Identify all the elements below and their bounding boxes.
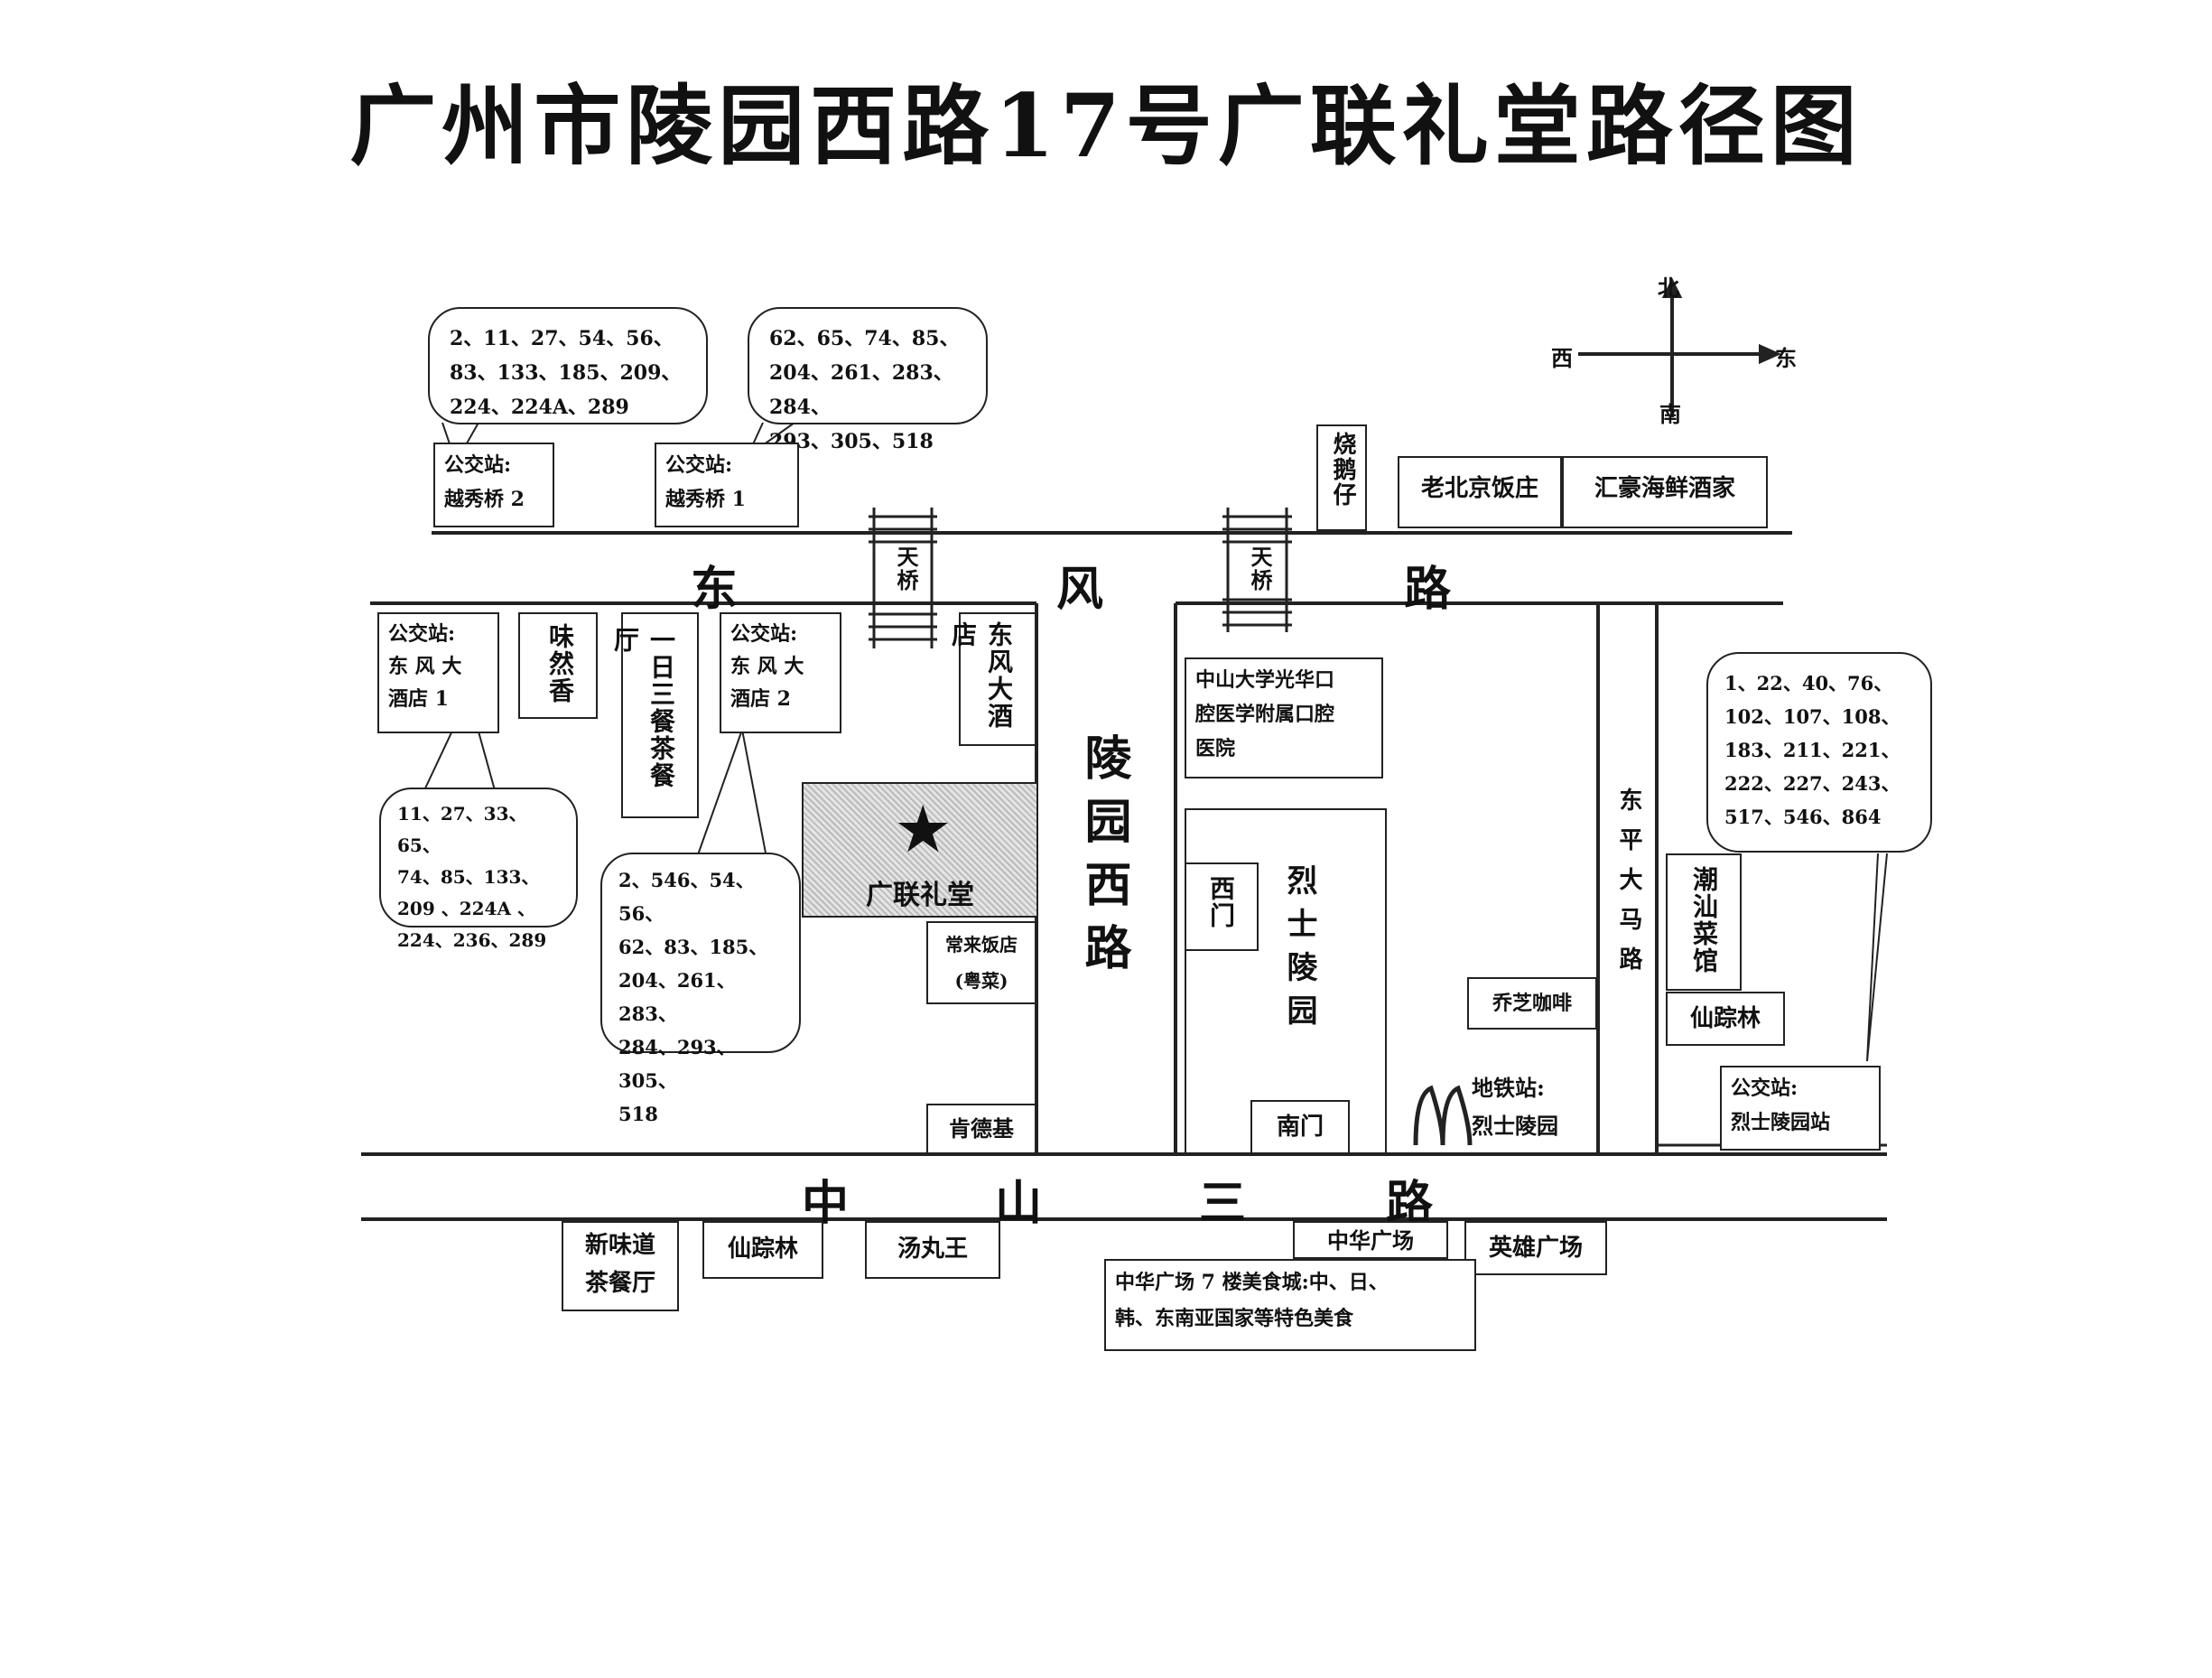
dongfeng-road-label-3: 路	[1404, 562, 1452, 617]
metro-icon	[1413, 1085, 1473, 1146]
dongfeng-road-label-1: 东	[691, 562, 739, 617]
site-name: 广联礼堂	[866, 880, 974, 911]
place-kfc: 肯德基	[926, 1104, 1036, 1154]
park-name: 烈士陵园	[1281, 864, 1317, 1038]
lingyuan-road-label: 陵园西路	[1076, 733, 1131, 986]
place-sysu-dental: 中山大学光华口 腔医学附属口腔 医院	[1185, 657, 1383, 778]
site-guanglian-hall: ★ 广联礼堂	[802, 782, 1038, 918]
routes-dongfeng-hotel-1: 11、27、33、65、 74、85、133、 209 、224A 、 224、…	[379, 788, 578, 951]
compass-south-label: 南	[1659, 401, 1681, 427]
place-yiri-sancan: 一日三餐茶餐厅	[610, 612, 699, 818]
footbridge-west-label: 天桥	[888, 545, 923, 592]
place-chaoshan: 潮汕菜馆	[1666, 853, 1742, 991]
place-xianzonglin-east: 仙踪林	[1666, 992, 1785, 1046]
place-xinweidao: 新味道 茶餐厅	[562, 1221, 679, 1311]
place-weiran-xiang: 味然香	[518, 612, 598, 719]
footbridge-east-label: 天桥	[1242, 545, 1277, 592]
compass-east-label: 东	[1775, 345, 1797, 371]
bus-stop-yuexiu-qiao-2: 公交站: 越秀桥 2	[433, 443, 554, 527]
place-tangwanwang: 汤丸王	[865, 1221, 1000, 1279]
map-title: 广州市陵园西路17号广联礼堂路径图	[349, 75, 1863, 177]
place-yingxiong-plaza: 英雄广场	[1464, 1221, 1607, 1275]
dongfeng-road-label-2: 风	[1056, 562, 1104, 617]
place-west-gate: 西门	[1185, 862, 1259, 951]
routes-yuexiu-qiao-2: 2、11、27、54、56、 83、133、185、209、 224、224A、…	[428, 307, 708, 424]
bus-stop-dongfeng-hotel-1: 公交站: 东 风 大 酒店 1	[377, 612, 499, 733]
place-dongfeng-hotel: 东风大酒店	[948, 612, 1036, 746]
compass-icon	[1578, 277, 1781, 417]
star-icon: ★	[894, 791, 953, 867]
bus-stop-dongfeng-hotel-2: 公交站: 东 风 大 酒店 2	[720, 612, 841, 733]
footbridge-west	[869, 508, 937, 648]
place-zhonghua-plaza: 中华广场	[1293, 1221, 1448, 1259]
dongping-road-label: 东平大马路	[1615, 788, 1642, 986]
bus-stop-lieshi-lingyuan: 公交站: 烈士陵园站	[1720, 1066, 1881, 1151]
place-xianzonglin-south: 仙踪林	[702, 1221, 823, 1279]
place-huihao-seafood: 汇豪海鲜酒家	[1562, 456, 1768, 528]
zhongshan-road-label-3: 三	[1199, 1176, 1247, 1231]
place-lao-beijing: 老北京饭庄	[1398, 456, 1562, 528]
bus-stop-yuexiu-qiao-1: 公交站: 越秀桥 1	[655, 443, 799, 527]
routes-lieshi-lingyuan: 1、22、40、76、 102、107、108、 183、211、221、 22…	[1706, 652, 1932, 853]
routes-yuexiu-qiao-1: 62、65、74、85、 204、261、283、284、 293、305、51…	[748, 307, 988, 453]
place-changlai: 常来饭店 (粤菜)	[926, 921, 1036, 1004]
place-zhonghua-food-court: 中华广场 7 楼美食城:中、日、 韩、东南亚国家等特色美食	[1104, 1259, 1476, 1351]
zhongshan-road-label-2: 山	[995, 1176, 1043, 1231]
place-qiaozhi-cafe: 乔芝咖啡	[1467, 977, 1597, 1030]
place-shao-e-zai: 烧鹅仔	[1316, 424, 1367, 531]
compass-north-label: 北	[1658, 275, 1679, 301]
footbridge-east	[1222, 508, 1292, 632]
place-metro-station: 地铁站: 烈士陵园	[1472, 1075, 1558, 1139]
place-south-gate: 南门	[1250, 1100, 1350, 1154]
compass-west-label: 西	[1551, 345, 1573, 371]
routes-dongfeng-hotel-2: 2、546、54、56、 62、83、185、 204、261、283、 284…	[600, 853, 801, 1125]
